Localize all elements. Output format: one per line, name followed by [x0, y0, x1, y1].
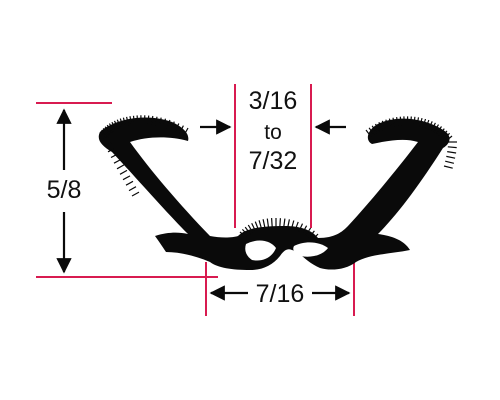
bristle: [113, 158, 122, 164]
bristle: [113, 120, 119, 130]
rubber-seal-profile: [98, 117, 450, 271]
bristle: [251, 222, 257, 232]
bristle: [440, 130, 448, 138]
bristle: [104, 126, 112, 135]
bristle: [99, 131, 108, 138]
bristle: [262, 219, 266, 229]
bristle: [101, 129, 109, 137]
height-dimension-label: 5/8: [47, 176, 82, 204]
bristle: [101, 135, 110, 141]
bristle: [416, 117, 420, 127]
bristle: [151, 115, 154, 125]
bristle: [419, 117, 423, 127]
bristle: [119, 169, 128, 175]
bristle: [428, 121, 433, 130]
bristle: [147, 115, 150, 125]
bristle: [244, 226, 252, 235]
bristle: [122, 175, 131, 181]
bristle: [365, 129, 372, 138]
bristle: [129, 116, 132, 126]
bristle: [279, 218, 281, 228]
bristle: [294, 221, 299, 231]
bristle: [371, 125, 378, 134]
bristle: [116, 164, 125, 170]
bristle: [178, 125, 184, 134]
bristle: [433, 124, 440, 133]
bristle: [239, 231, 248, 239]
bristle: [430, 122, 436, 132]
bristle: [444, 135, 453, 143]
bristle: [110, 153, 119, 159]
bristle: [396, 117, 399, 127]
bristle: [290, 220, 295, 230]
bristle: [385, 119, 390, 129]
bristle: [447, 146, 457, 149]
gap-to-label: to: [264, 121, 282, 144]
seal-body: [98, 117, 450, 271]
dimension-arrows: [56, 108, 351, 301]
bristle: [158, 117, 162, 127]
bristle: [374, 123, 381, 133]
bristle: [128, 186, 137, 192]
bristle: [435, 126, 442, 135]
bristle: [311, 233, 319, 242]
bristle: [422, 118, 427, 128]
bristle: [166, 119, 171, 129]
bristle: [241, 228, 250, 237]
bristle: [283, 218, 286, 228]
bristle: [116, 119, 122, 129]
bristle: [247, 224, 254, 234]
bristle: [410, 116, 412, 126]
bristle: [258, 220, 263, 230]
bristle: [136, 115, 139, 125]
bristle: [271, 218, 273, 228]
bristle: [174, 123, 180, 132]
guide-lines: [36, 84, 355, 316]
bristle: [388, 118, 393, 128]
pile-bristles: [99, 115, 457, 242]
bristle: [266, 218, 270, 228]
bristle: [438, 128, 445, 137]
bristle: [447, 151, 457, 154]
bristle: [154, 116, 158, 126]
bristle: [132, 115, 136, 125]
bristle: [104, 141, 113, 147]
bristle: [301, 225, 308, 234]
bristle: [162, 118, 167, 128]
bristle: [442, 132, 451, 141]
bristle: [102, 127, 110, 136]
bristle: [106, 124, 113, 133]
bristle: [122, 117, 127, 127]
bristle: [443, 165, 453, 169]
bristle: [413, 116, 416, 126]
bristle: [287, 219, 290, 229]
bristle: [308, 230, 315, 239]
bristle: [170, 121, 175, 131]
bristle: [131, 191, 140, 197]
bristle: [399, 116, 402, 126]
bristle: [126, 116, 130, 126]
seal-bulb-hollow-right: [293, 242, 328, 257]
bristle: [125, 180, 134, 186]
seal-bulb-hollow: [245, 240, 276, 261]
bristle: [254, 221, 260, 231]
bristle: [183, 127, 189, 137]
bristle: [381, 120, 387, 130]
bristle: [305, 227, 312, 236]
bristle: [107, 147, 116, 153]
bristle: [446, 155, 456, 159]
gap-bottom-label: 7/32: [249, 147, 298, 175]
bristle: [445, 160, 455, 164]
gap-top-label: 3/16: [249, 87, 298, 115]
bristle: [111, 121, 117, 131]
bristle: [108, 123, 115, 132]
base-width-label: 7/16: [256, 280, 305, 308]
bristle: [425, 119, 430, 129]
bristle: [298, 223, 304, 233]
bristle: [119, 118, 124, 128]
bristle: [378, 122, 384, 131]
bristle: [368, 127, 375, 136]
bristle: [392, 117, 396, 127]
